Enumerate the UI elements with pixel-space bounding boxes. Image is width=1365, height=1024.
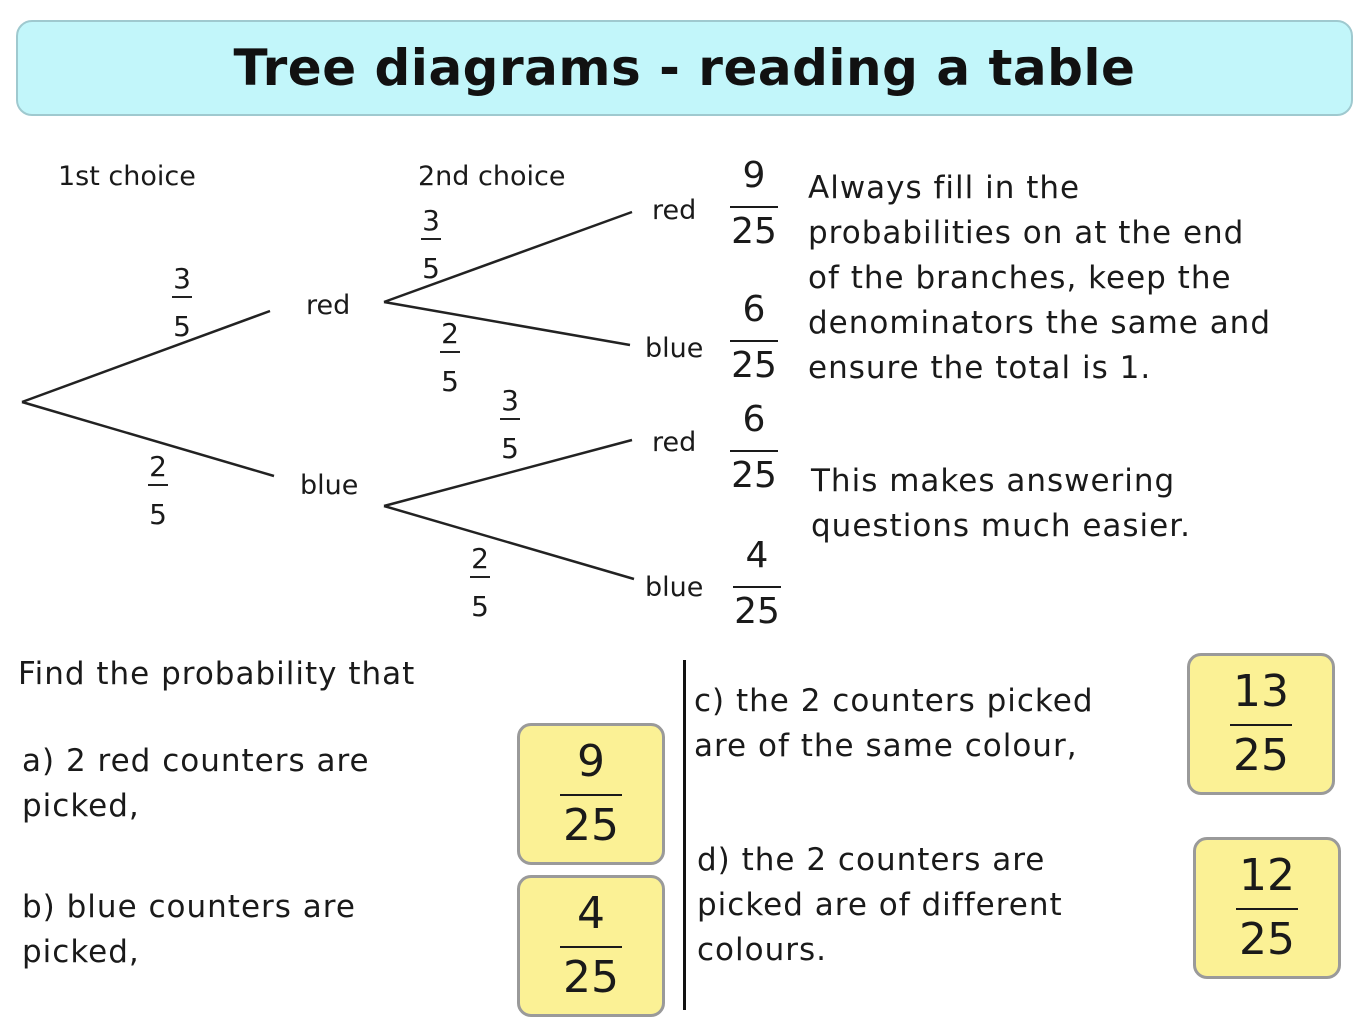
svg-text:5: 5 xyxy=(501,432,519,465)
question-line: a) 2 red counters are xyxy=(22,743,370,779)
outcome-den: 25 xyxy=(734,591,780,632)
outcome-red-blue: 6 25 xyxy=(726,290,782,386)
svg-text:5: 5 xyxy=(422,252,440,285)
prob-first-red: 3 5 xyxy=(172,262,192,343)
answer-den: 25 xyxy=(563,800,619,851)
svg-text:2: 2 xyxy=(471,542,489,575)
node-label-blue-red: red xyxy=(652,427,696,458)
fraction-bar xyxy=(560,946,622,948)
branch-red-red xyxy=(383,210,633,304)
question-line: d) the 2 counters are xyxy=(697,842,1046,878)
note-line: denominators the same and xyxy=(808,305,1272,341)
prob-red-blue: 2 5 xyxy=(440,317,460,398)
fraction-bar xyxy=(560,794,622,796)
tree-diagram: 1st choice 2nd choice red blue red blue … xyxy=(21,161,703,623)
question-line: c) the 2 counters picked xyxy=(694,683,1094,719)
svg-text:2: 2 xyxy=(441,317,459,350)
fraction-bar xyxy=(733,586,781,588)
answer-box-b[interactable]: 4 25 xyxy=(517,875,665,1017)
prob-blue-blue: 2 5 xyxy=(470,542,490,623)
note-line: This makes answering xyxy=(811,463,1176,499)
question-line: picked, xyxy=(22,788,140,824)
note-line: questions much easier. xyxy=(811,508,1191,544)
svg-text:3: 3 xyxy=(422,204,440,237)
branch-blue-red xyxy=(383,438,633,508)
question-line: picked, xyxy=(22,934,140,970)
svg-text:5: 5 xyxy=(173,310,191,343)
outcome-den: 25 xyxy=(731,345,777,386)
node-label-red: red xyxy=(306,290,350,321)
prob-red-red: 3 5 xyxy=(421,204,441,285)
column-divider xyxy=(683,660,686,1010)
svg-text:5: 5 xyxy=(441,365,459,398)
page-title: Tree diagrams - reading a table xyxy=(233,39,1136,97)
answer-fraction: 12 25 xyxy=(1236,852,1298,964)
outcome-num: 6 xyxy=(742,289,766,330)
question-line: b) blue counters are xyxy=(22,889,356,925)
svg-text:5: 5 xyxy=(471,590,489,623)
question-d: d) the 2 counters are picked are of diff… xyxy=(697,838,1063,973)
title-bar: Tree diagrams - reading a table xyxy=(16,20,1353,116)
node-label-red-blue: blue xyxy=(645,333,703,364)
svg-text:3: 3 xyxy=(501,384,519,417)
outcome-blue-blue: 4 25 xyxy=(729,536,785,632)
answer-box-c[interactable]: 13 25 xyxy=(1187,653,1335,795)
header-second-choice: 2nd choice xyxy=(418,161,565,192)
fraction-bar xyxy=(1230,724,1292,726)
prob-blue-red: 3 5 xyxy=(500,384,520,465)
outcome-blue-red: 6 25 xyxy=(726,400,782,496)
prob-first-blue: 2 5 xyxy=(148,450,168,531)
branch-red-blue xyxy=(383,300,631,347)
question-b: b) blue counters are picked, xyxy=(22,885,356,975)
outcome-num: 6 xyxy=(742,399,766,440)
note-line: ensure the total is 1. xyxy=(808,350,1152,386)
outcome-den: 25 xyxy=(731,455,777,496)
note-easier: This makes answering questions much easi… xyxy=(811,459,1191,549)
fraction-bar xyxy=(730,206,778,208)
answer-box-d[interactable]: 12 25 xyxy=(1193,837,1341,979)
svg-text:3: 3 xyxy=(173,262,191,295)
question-c: c) the 2 counters picked are of the same… xyxy=(694,679,1094,769)
note-line: Always fill in the xyxy=(808,170,1081,206)
answer-fraction: 13 25 xyxy=(1230,668,1292,780)
note-line: of the branches, keep the xyxy=(808,260,1232,296)
question-line: are of the same colour, xyxy=(694,728,1078,764)
answer-den: 25 xyxy=(1233,730,1289,781)
fraction-bar xyxy=(1236,908,1298,910)
answer-num: 13 xyxy=(1233,666,1289,717)
note-line: probabilities on at the end xyxy=(808,215,1245,251)
question-intro: Find the probability that xyxy=(18,656,416,692)
branch-first-red xyxy=(21,309,271,404)
answer-fraction: 9 25 xyxy=(560,738,622,850)
svg-text:5: 5 xyxy=(149,498,167,531)
answer-den: 25 xyxy=(1239,914,1295,965)
answer-num: 4 xyxy=(577,888,605,939)
fraction-bar xyxy=(730,340,778,342)
node-label-blue-blue: blue xyxy=(645,572,703,603)
node-label-red-red: red xyxy=(652,195,696,226)
note-fill-in: Always fill in the probabilities on at t… xyxy=(808,166,1271,391)
node-label-blue: blue xyxy=(300,470,358,501)
answer-fraction: 4 25 xyxy=(560,890,622,1002)
outcome-num: 4 xyxy=(745,535,769,576)
outcome-num: 9 xyxy=(742,155,766,196)
fraction-bar xyxy=(730,450,778,452)
answer-den: 25 xyxy=(563,952,619,1003)
branch-blue-blue xyxy=(383,504,635,581)
question-line: picked are of different xyxy=(697,887,1063,923)
branch-first-blue xyxy=(21,400,275,478)
question-a: a) 2 red counters are picked, xyxy=(22,739,370,829)
question-line: colours. xyxy=(697,932,827,968)
answer-num: 9 xyxy=(577,736,605,787)
answer-box-a[interactable]: 9 25 xyxy=(517,723,665,865)
answer-num: 12 xyxy=(1239,850,1295,901)
outcome-red-red: 9 25 xyxy=(726,156,782,252)
svg-text:2: 2 xyxy=(149,450,167,483)
header-first-choice: 1st choice xyxy=(58,161,196,192)
outcome-den: 25 xyxy=(731,211,777,252)
